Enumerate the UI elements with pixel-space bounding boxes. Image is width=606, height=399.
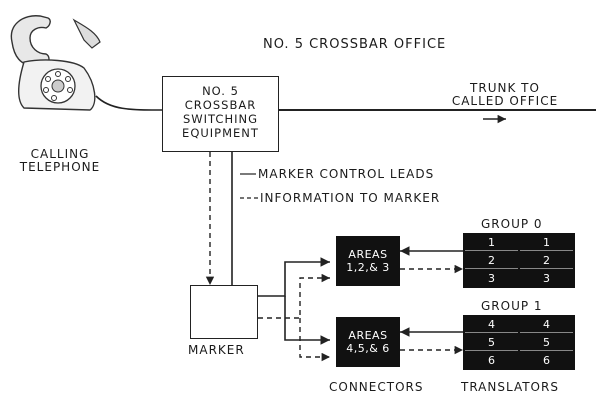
switching-equipment-box [162, 76, 279, 152]
marker-label: MARKER [188, 343, 245, 357]
translator-cell: 2 [465, 253, 518, 269]
calling-telephone-label: CALLING TELEPHONE [10, 148, 110, 174]
information-to-marker-label: INFORMATION TO MARKER [260, 191, 441, 205]
marker-control-leads-label: MARKER CONTROL LEADS [258, 167, 435, 181]
translator-cell: 5 [520, 335, 573, 351]
switching-line-4: EQUIPMENT [182, 126, 259, 140]
translator-cell: 2 [520, 253, 573, 269]
switching-line-1: NO. 5 [202, 84, 239, 98]
connector-areas-4-6: AREAS 4,5,& 6 [336, 317, 400, 367]
areas-bottom-line-1: AREAS [348, 329, 388, 342]
translator-cell: 1 [520, 235, 573, 251]
translator-cell: 4 [465, 317, 518, 333]
group0-label: GROUP 0 [481, 217, 543, 231]
translator-cell: 4 [520, 317, 573, 333]
marker-box [190, 285, 258, 339]
calling-telephone-line-1: CALLING [30, 147, 90, 161]
switching-line-2: CROSSBAR [184, 98, 257, 112]
connectors-label: CONNECTORS [329, 380, 424, 394]
diagram-title: NO. 5 CROSSBAR OFFICE [263, 37, 447, 52]
translator-cell: 5 [465, 335, 518, 351]
telephone-icon [10, 15, 101, 111]
translator-cell: 3 [465, 271, 518, 286]
translator-group-0: 1 1 2 2 3 3 [463, 233, 575, 288]
translator-cell: 6 [465, 353, 518, 368]
areas-top-line-1: AREAS [348, 248, 388, 261]
connector-areas-1-3: AREAS 1,2,& 3 [336, 236, 400, 286]
translators-label: TRANSLATORS [461, 380, 559, 394]
areas-top-line-2: 1,2,& 3 [346, 261, 390, 274]
phone-cord [95, 95, 163, 111]
translator-cell: 3 [520, 271, 573, 286]
trunk-line-1: TRUNK TO [470, 81, 540, 95]
switching-line-3: SWITCHING [183, 112, 258, 126]
translator-cell: 6 [520, 353, 573, 368]
translator-cell: 1 [465, 235, 518, 251]
areas-bottom-line-2: 4,5,& 6 [346, 342, 390, 355]
trunk-label: TRUNK TO CALLED OFFICE [440, 82, 570, 108]
trunk-line-2: CALLED OFFICE [451, 94, 559, 108]
switching-equipment-label: NO. 5 CROSSBAR SWITCHING EQUIPMENT [162, 84, 279, 140]
translator-group-1: 4 4 5 5 6 6 [463, 315, 575, 370]
group1-label: GROUP 1 [481, 299, 543, 313]
calling-telephone-line-2: TELEPHONE [19, 160, 101, 174]
